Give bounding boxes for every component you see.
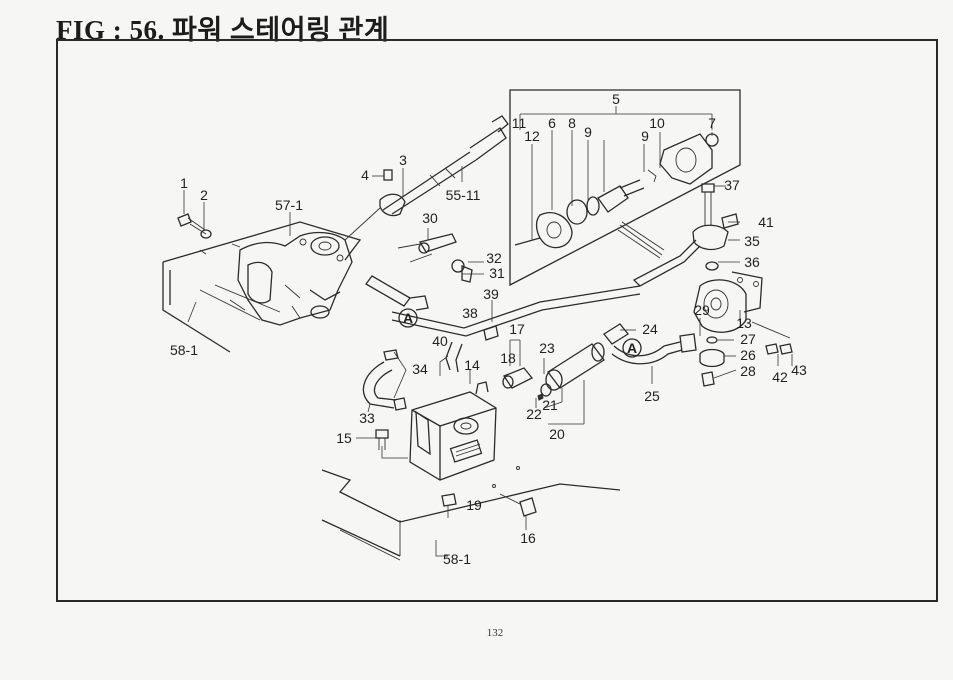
callout-39: 39 — [483, 286, 499, 302]
pump-exploded-parts — [514, 133, 719, 249]
connector-mark-a: A — [403, 310, 413, 326]
leader-lines — [183, 106, 793, 557]
callout-9: 9 — [641, 128, 649, 144]
bolt-16 — [499, 493, 537, 517]
bolt-15 — [375, 429, 389, 450]
callout-13: 13 — [736, 315, 752, 331]
callout-31: 31 — [489, 265, 505, 281]
oil-reservoir-14 — [409, 381, 497, 481]
callout-3: 3 — [399, 152, 407, 168]
callout-15: 15 — [336, 430, 352, 446]
connector-mark-a-1: A — [398, 308, 418, 328]
bolt-31-washer-32 — [451, 259, 473, 283]
callout-17: 17 — [509, 321, 525, 337]
fitting-24 — [603, 323, 629, 345]
callout-10: 10 — [649, 115, 665, 131]
callout-58-1: 58-1 — [443, 551, 471, 567]
callout-8: 8 — [568, 115, 576, 131]
callout-40: 40 — [432, 333, 448, 349]
callout-6: 6 — [548, 115, 556, 131]
connector-mark-a: A — [627, 340, 637, 356]
callout-18: 18 — [500, 350, 516, 366]
callout-35: 35 — [744, 233, 760, 249]
callout-37: 37 — [724, 177, 740, 193]
return-pipe — [391, 285, 641, 337]
washers-26-27-bolt-28 — [699, 336, 725, 387]
washer-36 — [705, 261, 719, 271]
callout-21: 21 — [542, 397, 558, 413]
callout-1: 1 — [180, 175, 188, 191]
pump-inset-box — [509, 89, 741, 287]
hose-25 — [611, 333, 697, 365]
callout-43: 43 — [791, 362, 807, 378]
chassis-frame-lower — [321, 466, 621, 561]
bolt-1 — [177, 213, 207, 235]
drain-plug-19 — [441, 493, 457, 507]
callout-labels: 1 2 3 4 5 6 7 8 9 9 10 11 12 13 14 15 16… — [170, 91, 807, 567]
steering-gearbox — [237, 231, 353, 326]
callout-12: 12 — [524, 128, 540, 144]
callout-29: 29 — [694, 302, 710, 318]
callout-4: 4 — [361, 167, 369, 183]
callout-34: 34 — [412, 361, 428, 377]
callout-55-11: 55-11 — [446, 187, 481, 203]
callout-16: 16 — [520, 530, 536, 546]
callout-33: 33 — [359, 410, 375, 426]
connector-mark-a-2: A — [622, 338, 642, 358]
callout-57-1: 57-1 — [275, 197, 303, 213]
callout-11: 11 — [512, 115, 527, 131]
callout-23: 23 — [539, 340, 555, 356]
callout-7: 7 — [708, 115, 716, 131]
oil-filter-20 — [537, 342, 605, 401]
callout-20: 20 — [549, 426, 565, 442]
bracket-41 — [721, 213, 739, 229]
hose-33 — [362, 349, 407, 411]
connector-18 — [502, 367, 534, 389]
rod-30 — [397, 233, 457, 263]
callout-27: 27 — [740, 331, 756, 347]
power-steering-pump-13 — [693, 271, 763, 333]
callout-32: 32 — [486, 250, 502, 266]
gearbox-hose-fitting — [365, 275, 429, 311]
callout-41: 41 — [758, 214, 774, 230]
callout-26: 26 — [740, 347, 756, 363]
callout-9: 9 — [584, 124, 592, 140]
callout-14: 14 — [464, 357, 480, 373]
bolts-42-43 — [751, 321, 793, 355]
callout-22: 22 — [526, 406, 542, 422]
callout-36: 36 — [744, 254, 760, 270]
diagram-frame — [56, 39, 938, 602]
page-number: 132 — [486, 627, 504, 639]
callout-5: 5 — [612, 91, 620, 107]
callout-25: 25 — [644, 388, 660, 404]
callout-58-1: 58-1 — [170, 342, 198, 358]
chassis-frame-upper — [162, 221, 362, 353]
callout-24: 24 — [642, 321, 658, 337]
callout-38: 38 — [462, 305, 478, 321]
washer-2 — [200, 229, 212, 239]
bolt-37 — [701, 183, 715, 226]
callout-28: 28 — [740, 363, 756, 379]
callout-19: 19 — [466, 497, 482, 513]
callout-42: 42 — [772, 369, 788, 385]
pump-bracket-35 — [632, 224, 729, 287]
callout-2: 2 — [200, 187, 208, 203]
callout-30: 30 — [422, 210, 438, 226]
